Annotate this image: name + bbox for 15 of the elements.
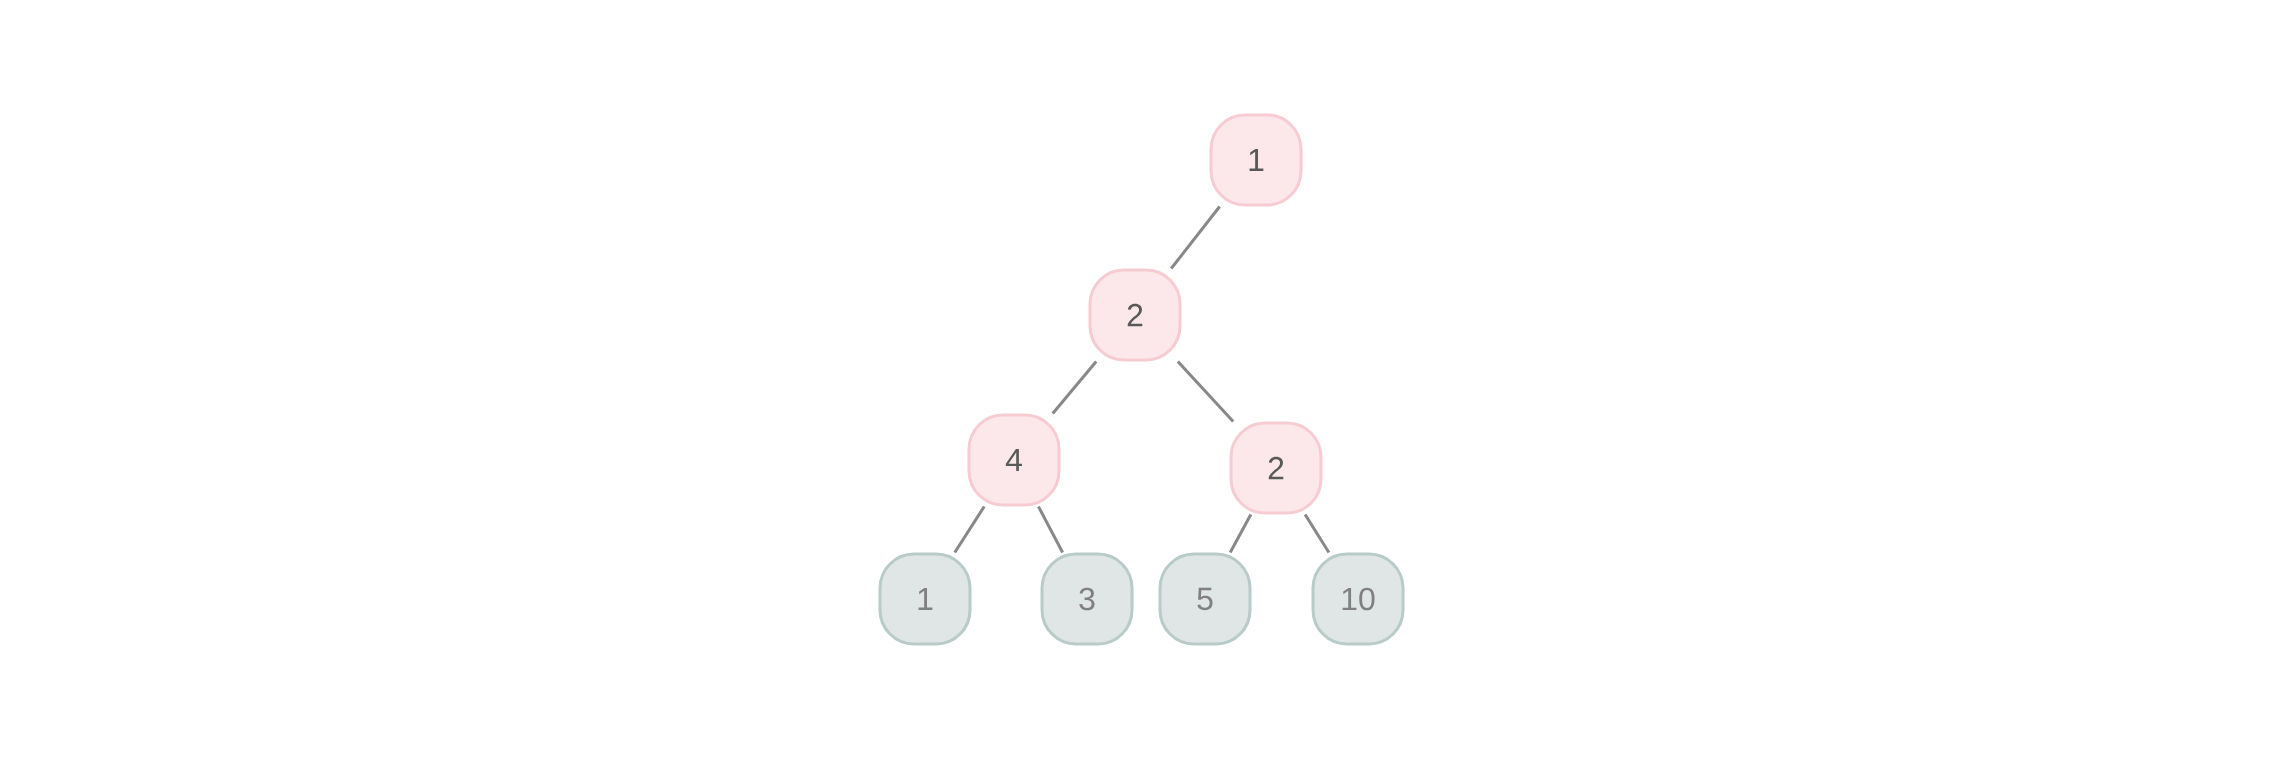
- connector-line: [1170, 205, 1221, 270]
- tree-node: 2: [1229, 421, 1323, 515]
- leaf-node: 1: [878, 552, 972, 646]
- connector-line: [1051, 360, 1098, 415]
- tree-node: 2: [1088, 268, 1182, 362]
- leaf-node: 3: [1040, 552, 1134, 646]
- leaf-node: 10: [1311, 552, 1405, 646]
- connector-line: [953, 505, 986, 554]
- connector-line: [1228, 513, 1253, 554]
- connector-line: [1176, 360, 1235, 423]
- connector-line: [1303, 513, 1331, 554]
- tree-node: 1: [1209, 113, 1303, 207]
- tree-node: 4: [967, 413, 1061, 507]
- leaf-node: 5: [1158, 552, 1252, 646]
- connector-line: [1037, 505, 1064, 554]
